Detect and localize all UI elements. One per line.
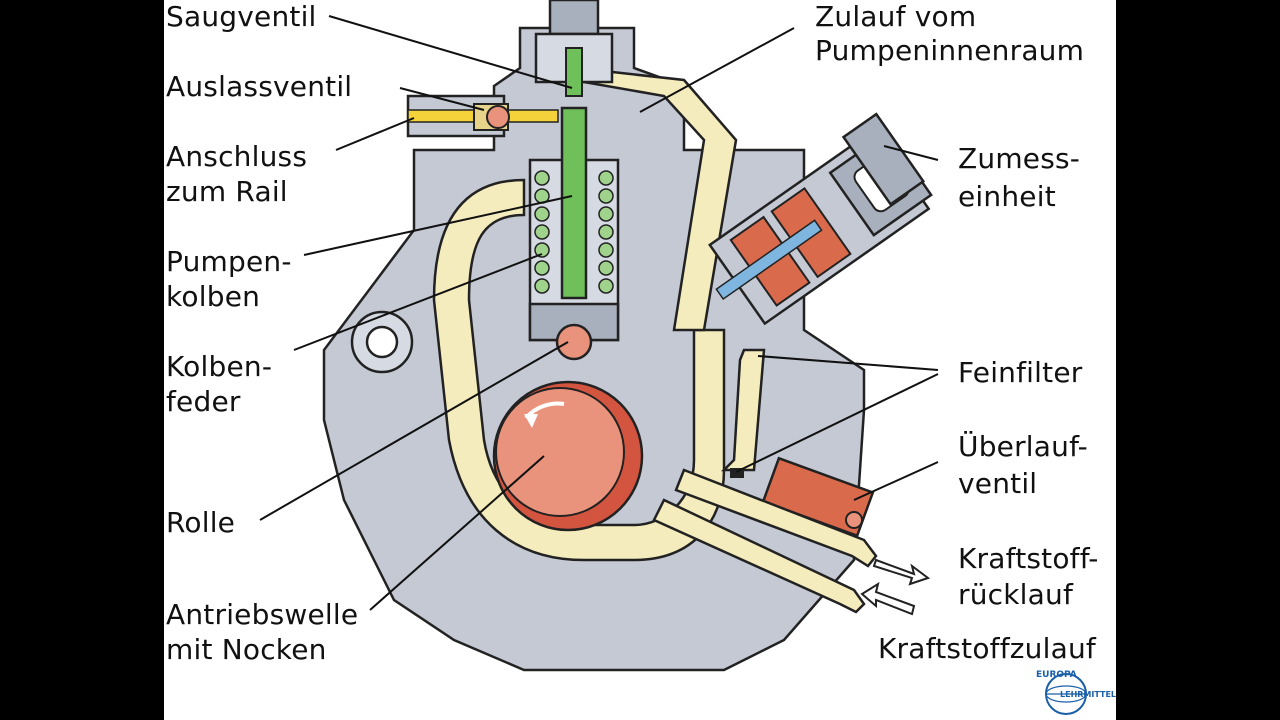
logo-text-bottom: LEHRMITTEL bbox=[1060, 690, 1116, 699]
leader-lines bbox=[259, 15, 939, 611]
label-zumess-line1: Zumess- bbox=[958, 142, 1081, 175]
label-zulauf-line1: Zulauf vom bbox=[815, 0, 977, 33]
piston-spring bbox=[534, 170, 614, 294]
europa-lehrmittel-logo bbox=[1045, 673, 1087, 715]
return-supply-lines bbox=[652, 468, 878, 614]
suction-valve bbox=[534, 32, 614, 97]
right-letterbox bbox=[1116, 0, 1280, 720]
roller bbox=[555, 323, 593, 361]
flow-arrows bbox=[860, 558, 931, 616]
fine-filter bbox=[730, 468, 744, 478]
label-zumess-line2: einheit bbox=[958, 180, 1056, 213]
label-kolbenfeder-line1: Kolben- bbox=[166, 350, 273, 383]
label-saugventil: Saugventil bbox=[166, 0, 317, 33]
label-zulauf-line2: Pumpeninnenraum bbox=[815, 34, 1085, 67]
label-antriebswelle-line2: mit Nocken bbox=[166, 633, 327, 666]
label-rolle: Rolle bbox=[166, 506, 236, 539]
label-kraftstoffzulauf: Kraftstoffzulauf bbox=[878, 632, 1096, 665]
filter-line bbox=[720, 348, 766, 472]
drive-shaft-cam bbox=[492, 380, 644, 532]
label-ruecklauf-line2: rücklauf bbox=[958, 578, 1074, 611]
left-letterbox bbox=[0, 0, 164, 720]
overflow-valve bbox=[761, 456, 875, 538]
pump-piston bbox=[560, 106, 588, 300]
label-kolbenfeder-line2: feder bbox=[166, 385, 241, 418]
label-ueberlauf-line2: ventil bbox=[958, 467, 1038, 500]
outlet-valve bbox=[473, 103, 510, 131]
label-ruecklauf-line1: Kraftstoff- bbox=[958, 542, 1099, 575]
label-feinfilter: Feinfilter bbox=[958, 356, 1083, 389]
logo-text-top: EUROPA bbox=[1036, 670, 1077, 680]
diagram-canvas: Saugventil Auslassventil Anschluss zum R… bbox=[164, 0, 1116, 720]
fuel-channel-feed bbox=[581, 68, 738, 332]
label-pumpenkolben-line1: Pumpen- bbox=[166, 245, 292, 278]
label-antriebswelle-line1: Antriebswelle bbox=[166, 598, 359, 631]
label-auslassventil: Auslassventil bbox=[166, 70, 353, 103]
pump-diagram bbox=[259, 0, 1087, 715]
mounting-hole bbox=[350, 310, 414, 374]
label-anschluss-line2: zum Rail bbox=[166, 175, 288, 208]
metering-connector bbox=[841, 112, 926, 206]
label-anschluss-line1: Anschluss bbox=[166, 140, 308, 173]
top-fitting bbox=[548, 0, 600, 36]
label-ueberlauf-line1: Überlauf- bbox=[958, 430, 1088, 463]
label-pumpenkolben-line2: kolben bbox=[166, 280, 261, 313]
